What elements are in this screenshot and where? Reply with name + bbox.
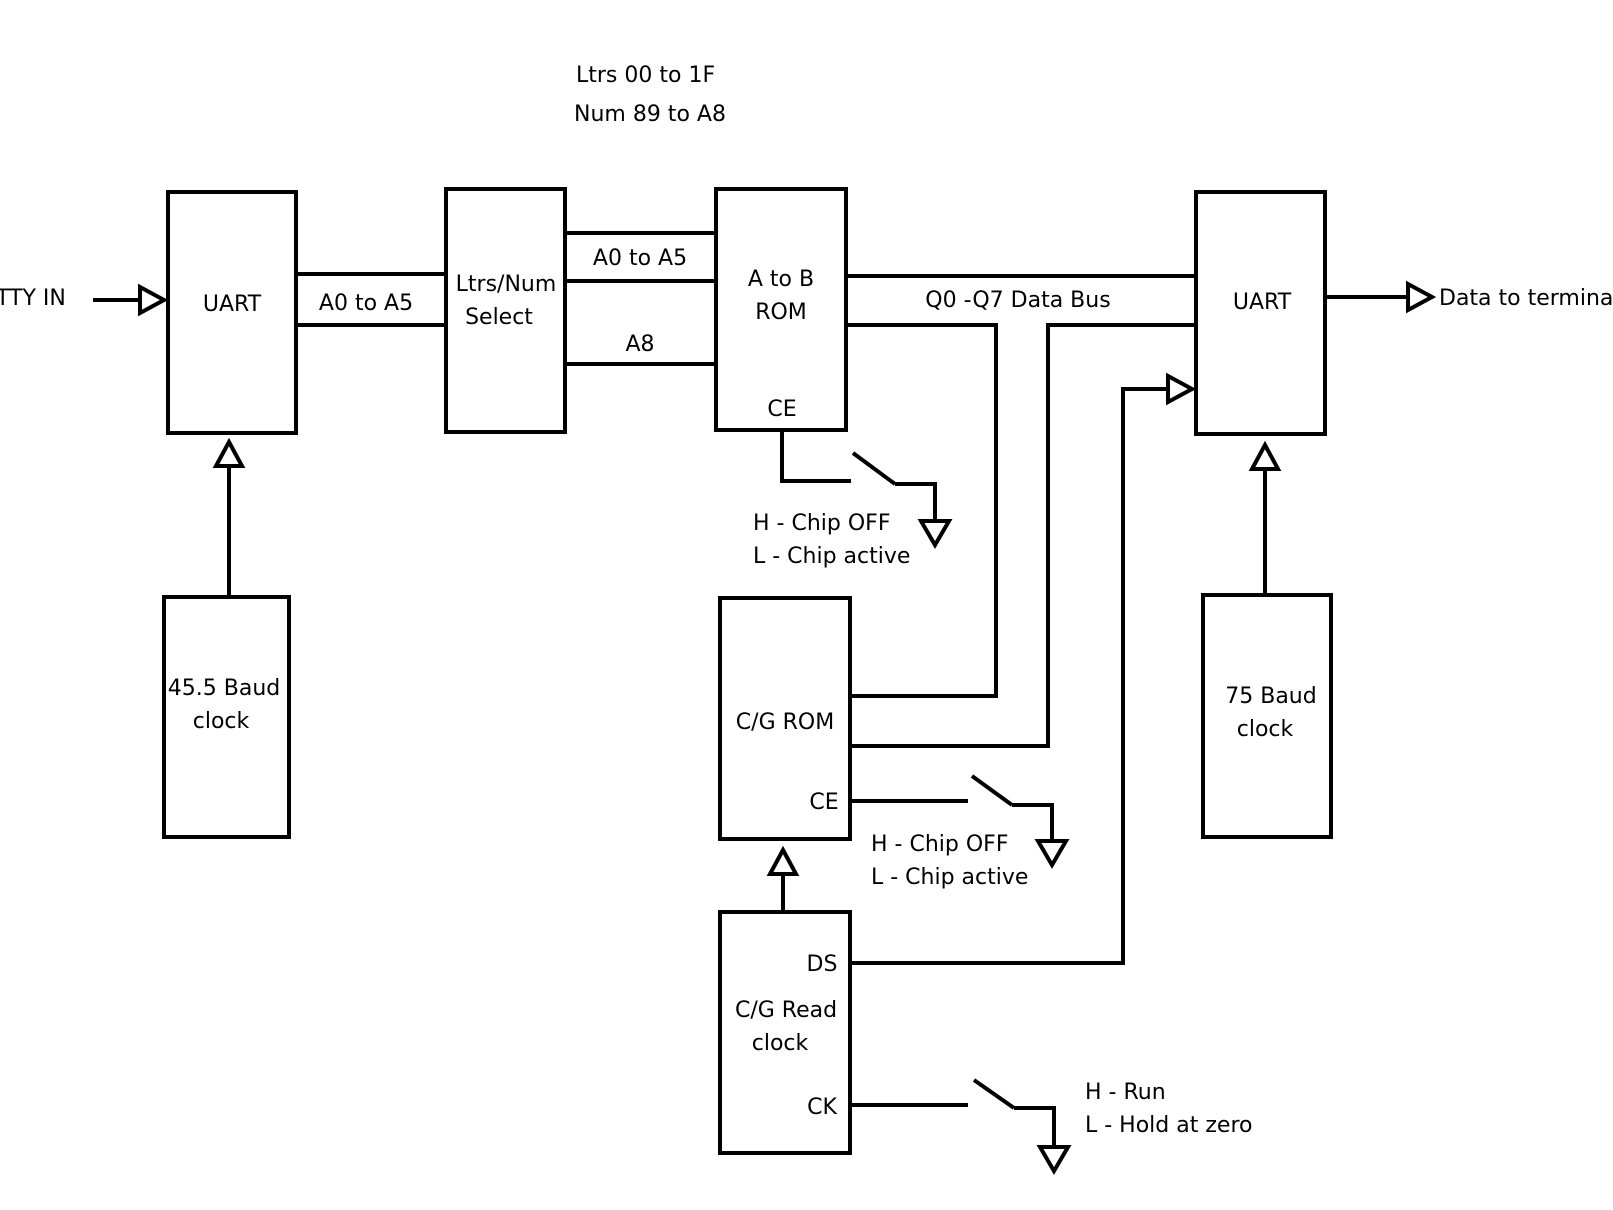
ck-switch-icon <box>972 1078 1016 1110</box>
bus-select-rom-a8-label: A8 <box>625 332 654 357</box>
cg-ce-ground-wire <box>1012 803 1054 839</box>
cg-read-ds-label: DS <box>807 952 838 977</box>
select-label-line1: Ltrs/Num <box>456 272 557 297</box>
cg-ce-h-note: H - Chip OFF <box>871 832 1008 857</box>
uart-in-label: UART <box>203 292 262 317</box>
data-bus-label: Q0 -Q7 Data Bus <box>925 288 1110 313</box>
ltrs-range-note: Ltrs 00 to 1F <box>576 63 715 88</box>
tty-in-label: TTY IN <box>0 286 66 311</box>
a-to-b-rom-label-line2: ROM <box>755 300 807 325</box>
clock-45-5-label-line2: clock <box>193 709 250 734</box>
ds-to-uart-wire <box>850 387 1168 965</box>
clock-75-label-line1: 75 Baud <box>1225 684 1316 709</box>
tty-in-arrow-icon <box>138 283 169 317</box>
ck-ground-wire <box>1014 1106 1056 1145</box>
ck-h-note: H - Run <box>1085 1080 1166 1105</box>
rom-ce-wire <box>780 430 851 483</box>
a-to-b-rom-ce-label: CE <box>767 397 796 422</box>
clock-45-5-block <box>162 595 291 839</box>
cg-rom-ce-label: CE <box>809 790 838 815</box>
rom-ce-h-note: H - Chip OFF <box>753 511 890 536</box>
data-out-label: Data to terminal <box>1439 286 1613 311</box>
num-range-note: Num 89 to A8 <box>574 102 726 127</box>
select-label-line2: Select <box>465 305 533 330</box>
cg-read-label-line2: clock <box>752 1031 809 1056</box>
clock-75-arrow-icon <box>1248 440 1282 471</box>
cg-ce-l-note: L - Chip active <box>871 865 1028 890</box>
ck-ground-icon <box>1036 1145 1072 1175</box>
rom-ce-switch-icon <box>851 451 897 486</box>
ltrs-num-select-block <box>444 187 567 434</box>
cg-rom-block <box>718 596 852 841</box>
cg-read-label-line1: C/G Read <box>735 998 837 1023</box>
uart-in-block <box>166 190 298 435</box>
a-to-b-rom-label-line1: A to B <box>748 267 814 292</box>
data-bus-right-drop <box>850 323 1196 748</box>
uart-out-label: UART <box>1233 290 1292 315</box>
uart-out-block <box>1194 190 1327 436</box>
clock-75-label-line2: clock <box>1237 717 1294 742</box>
cg-ce-switch-icon <box>970 774 1014 807</box>
bus-select-rom-addr-label: A0 to A5 <box>593 246 687 271</box>
a-to-b-rom-block <box>714 187 848 432</box>
data-out-arrow-icon <box>1406 280 1437 314</box>
rom-ce-l-note: L - Chip active <box>753 544 910 569</box>
clock-75-block <box>1201 593 1333 839</box>
cg-ce-ground-icon <box>1034 839 1070 869</box>
rom-ce-ground-wire <box>895 482 937 519</box>
cg-rom-label: C/G ROM <box>736 710 834 735</box>
cg-read-clock-block <box>718 910 852 1155</box>
ds-to-uart-arrow-icon <box>1166 372 1197 406</box>
data-bus-left-drop <box>846 323 998 698</box>
rom-ce-ground-icon <box>917 519 953 549</box>
cg-read-ck-label: CK <box>807 1095 837 1120</box>
cg-read-to-rom-arrow-icon <box>766 845 800 876</box>
bus-uart-select-label: A0 to A5 <box>319 291 413 316</box>
clock-45-5-arrow-icon <box>212 437 246 468</box>
ck-l-note: L - Hold at zero <box>1085 1113 1252 1138</box>
clock-45-5-label-line1: 45.5 Baud <box>168 676 280 701</box>
